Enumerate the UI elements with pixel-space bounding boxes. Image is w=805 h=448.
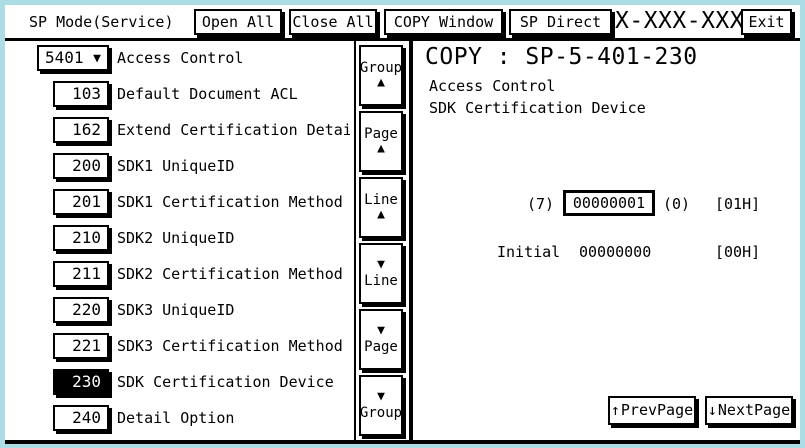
sp-list-label: Default Document ACL [117, 85, 298, 103]
nav-button-label: Page [364, 338, 398, 355]
sp-direct-button[interactable]: SP Direct [509, 9, 612, 35]
sp-item-button-210[interactable]: 210 [53, 225, 109, 251]
sp-list-label: SDK Certification Device [117, 373, 334, 391]
page-title: SP Mode(Service) [29, 13, 174, 31]
sp-list-label: SDK1 UniqueID [117, 157, 235, 175]
sp-list-label: Extend Certification Detail [117, 121, 350, 139]
current-value-row: (7) 00000001 (0) [01H] [415, 189, 800, 219]
sp-item-button-211[interactable]: 211 [53, 261, 109, 287]
triangle-down-icon: ▼ [377, 389, 385, 405]
machine-model-text: X-XXX-XXX [615, 8, 745, 34]
sp-list-row-5401: 5401 ▼ Access Control [5, 41, 350, 77]
sp-list-label: SDK1 Certification Method [117, 193, 343, 211]
initial-hex-label: [00H] [715, 243, 761, 261]
nav-button-label: Page [364, 126, 398, 143]
sp-list-label: Detail Option [117, 409, 235, 427]
detail-subtitle-group: Access Control [429, 77, 556, 95]
sp-group-number: 5401 [45, 48, 84, 67]
sp-item-button-162[interactable]: 162 [53, 117, 109, 143]
sp-list-row-201: 201 SDK1 Certification Method [5, 185, 350, 221]
nav-detail-divider [409, 41, 413, 443]
value-paren-label: (0) [663, 195, 691, 213]
sp-list-label: SDK2 UniqueID [117, 229, 235, 247]
sp-item-button-221[interactable]: 221 [53, 333, 109, 359]
chevron-down-icon: ▼ [93, 50, 101, 66]
sp-list: 5401 ▼ Access Control 103 Default Docume… [5, 41, 350, 443]
triangle-down-icon: ▼ [377, 257, 385, 273]
sp-list-label: SDK3 UniqueID [117, 301, 235, 319]
content-area: 5401 ▼ Access Control 103 Default Docume… [5, 41, 800, 444]
value-input[interactable]: 00000001 [563, 190, 655, 216]
detail-panel: COPY : SP-5-401-230 Access Control SDK C… [415, 41, 800, 443]
value-index-label: (7) [527, 195, 555, 213]
sp-group-button-5401[interactable]: 5401 ▼ [37, 45, 109, 71]
nav-button-label: Group [359, 60, 403, 77]
sp-list-row-210: 210 SDK2 UniqueID [5, 221, 350, 257]
line-up-button[interactable]: Line ▲ [359, 177, 403, 238]
sp-item-button-220[interactable]: 220 [53, 297, 109, 323]
detail-title: COPY : SP-5-401-230 [425, 44, 698, 70]
arrow-up-icon: ↑ [610, 401, 620, 419]
triangle-down-icon: ▼ [377, 323, 385, 339]
sp-list-row-221: 221 SDK3 Certification Method [5, 329, 350, 365]
prev-page-label: PrevPage [620, 401, 694, 419]
nav-button-label: Group [359, 404, 403, 421]
initial-label: Initial [497, 243, 561, 261]
sp-list-row-220: 220 SDK3 UniqueID [5, 293, 350, 329]
close-all-button[interactable]: Close All [289, 9, 377, 35]
sp-list-row-162: 162 Extend Certification Detail [5, 113, 350, 149]
sp-list-label: SDK2 Certification Method [117, 265, 343, 283]
sp-item-button-201[interactable]: 201 [53, 189, 109, 215]
sp-item-button-103[interactable]: 103 [53, 81, 109, 107]
sp-list-row-103: 103 Default Document ACL [5, 77, 350, 113]
sp-item-button-200[interactable]: 200 [53, 153, 109, 179]
triangle-up-icon: ▲ [377, 75, 385, 91]
list-nav-divider [354, 41, 356, 443]
sp-list-label: Access Control [117, 49, 244, 67]
group-up-button[interactable]: Group ▲ [359, 45, 403, 106]
line-down-button[interactable]: ▼ Line [359, 243, 403, 304]
sp-list-row-200: 200 SDK1 UniqueID [5, 149, 350, 185]
initial-value-row: Initial 00000000 [00H] [415, 241, 800, 265]
page-down-button[interactable]: ▼ Page [359, 309, 403, 370]
sp-list-row-230: 230 SDK Certification Device [5, 365, 350, 401]
triangle-up-icon: ▲ [377, 207, 385, 223]
open-all-button[interactable]: Open All [194, 9, 282, 35]
detail-subtitle-item: SDK Certification Device [429, 99, 646, 117]
group-down-button[interactable]: ▼ Group [359, 375, 403, 436]
header-divider [5, 38, 800, 41]
nav-button-label: Line [364, 272, 398, 289]
triangle-up-icon: ▲ [377, 141, 385, 157]
page-up-button[interactable]: Page ▲ [359, 111, 403, 172]
header-bar: SP Mode(Service) X-XXX-XXX Open All Clos… [5, 5, 800, 38]
copy-window-button[interactable]: COPY Window [384, 9, 503, 35]
sp-list-label: SDK3 Certification Method [117, 337, 343, 355]
prev-page-button[interactable]: ↑ PrevPage [608, 396, 696, 425]
value-hex-label: [01H] [715, 195, 761, 213]
sp-item-button-240[interactable]: 240 [53, 405, 109, 431]
sp-list-row-211: 211 SDK2 Certification Method [5, 257, 350, 293]
nav-button-label: Line [364, 192, 398, 209]
scroll-nav-column: Group ▲ Page ▲ Line ▲ ▼ Line ▼ Pag [357, 41, 407, 443]
sp-item-button-230[interactable]: 230 [53, 369, 109, 395]
bottom-divider [5, 440, 800, 444]
screen-area: SP Mode(Service) X-XXX-XXX Open All Clos… [5, 5, 800, 444]
initial-value: 00000000 [579, 243, 652, 261]
next-page-label: NextPage [717, 401, 791, 419]
next-page-button[interactable]: ↓ NextPage [705, 396, 793, 425]
sp-list-row-240: 240 Detail Option [5, 401, 350, 437]
exit-button[interactable]: Exit [741, 9, 792, 35]
arrow-down-icon: ↓ [707, 401, 717, 419]
